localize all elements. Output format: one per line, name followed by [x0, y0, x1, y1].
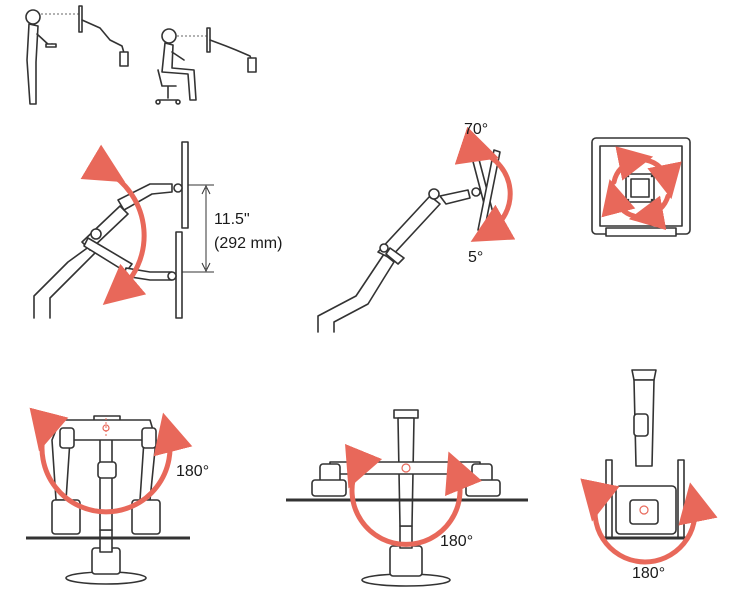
height-adjustment-illustration: [33, 141, 214, 319]
tilt-adjustment-illustration: [317, 126, 516, 333]
pan-right-label: 180°: [632, 565, 665, 582]
height-range-mm-label: (292 mm): [214, 235, 282, 252]
tilt-up-label: 70°: [464, 121, 488, 138]
pan-center-label: 180°: [440, 533, 473, 550]
pan-rotation-center-illustration: [286, 409, 528, 587]
standing-user-illustration: [25, 5, 129, 105]
pan-rotation-left-illustration: [26, 407, 193, 585]
height-range-inches-label: 11.5": [214, 211, 250, 228]
rotation-front-view-illustration: [591, 137, 691, 237]
tilt-down-label: 5°: [468, 249, 483, 266]
sitting-user-illustration: [155, 27, 257, 105]
pan-rotation-right-illustration: [580, 369, 718, 565]
pan-left-label: 180°: [176, 463, 209, 480]
